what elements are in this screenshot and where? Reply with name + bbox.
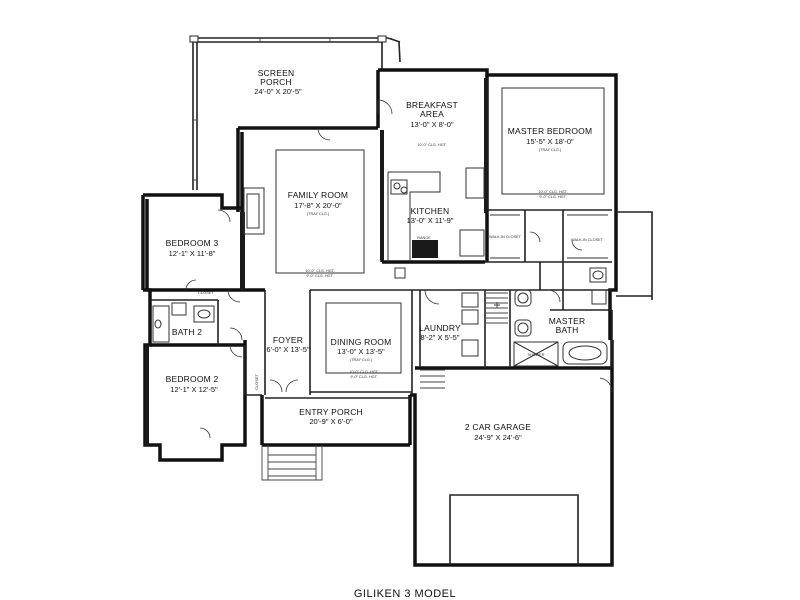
shower-label: SHOWER xyxy=(527,353,544,357)
patio-rail xyxy=(616,211,653,300)
master-bedroom-clg-2: 9'-0" CLG. HGT. xyxy=(539,195,566,199)
stairs xyxy=(486,292,508,324)
kitchen-dims: 13'-0" X 11'-9" xyxy=(407,216,454,225)
bedroom3-label: BEDROOM 3 xyxy=(166,238,219,248)
kitchen-fixtures xyxy=(387,167,485,279)
entry-porch-label: ENTRY PORCH xyxy=(299,407,363,417)
master-bedroom-clg-1: 10'-0" CLG. HGT. xyxy=(538,190,567,194)
breakfast-label-1: BREAKFAST xyxy=(406,100,458,110)
garage-label: 2 CAR GARAGE xyxy=(465,422,531,432)
bedroom2-closet: CLOSET xyxy=(254,373,259,390)
master-bath-fixtures xyxy=(513,267,608,367)
entry-steps xyxy=(261,445,323,481)
screen-porch-label-1: SCREEN xyxy=(258,68,295,78)
walk-in-closet-1: WALK-IN CLOSET xyxy=(489,235,522,239)
bedroom3-dims: 12'-1" X 11'-8" xyxy=(169,249,216,258)
entry-porch-dims: 20'-9" X 6'-0" xyxy=(309,417,353,426)
closet-details xyxy=(490,214,608,259)
kitchen-range: RANGE xyxy=(417,236,431,240)
dining-room-label: DINING ROOM xyxy=(331,337,392,347)
family-room-note: (TRAY CLG.) xyxy=(307,212,330,216)
foyer-label: FOYER xyxy=(273,335,303,345)
solid-wall-segments xyxy=(145,78,488,445)
family-room-clg-2: 9'-0" CLG. HGT. xyxy=(306,274,333,278)
master-bath-label-1: MASTER xyxy=(549,316,586,326)
family-room-clg-1: 10'-0" CLG. HGT. xyxy=(305,269,334,273)
foyer-dims: 6'-0" X 13'-5" xyxy=(266,345,310,354)
bedroom2-dims: 12'-1" X 12'-5" xyxy=(170,385,218,394)
dining-room-note: (TRAY CLG.) xyxy=(350,358,373,362)
breakfast-dims: 13'-0" X 8'-0" xyxy=(410,120,454,129)
breakfast-note: 10'-0" CLG. HGT. xyxy=(417,143,446,147)
bath2-label: BATH 2 xyxy=(172,327,202,337)
screen-porch-label-2: PORCH xyxy=(260,77,292,87)
bedroom3-closet: CLOSET xyxy=(198,290,215,295)
bedroom2-label: BEDROOM 2 xyxy=(166,374,219,384)
screen-porch-dims: 24'-0" X 20'-5" xyxy=(254,87,302,96)
room-labels: SCREEN PORCH 24'-0" X 20'-5" BREAKFAST A… xyxy=(166,68,604,442)
dining-room-clg-2: 9'-0" CLG. HGT. xyxy=(350,375,377,379)
plan-title: GILIKEN 3 MODEL xyxy=(354,588,456,600)
walk-in-closet-2: WALK-IN CLOSET xyxy=(571,238,604,242)
master-bedroom-note: (TRAY CLG.) xyxy=(539,148,562,152)
master-bath-label-2: BATH xyxy=(556,325,579,335)
exterior-walls xyxy=(141,68,618,567)
family-room-dims: 17'-8" X 20'-0" xyxy=(294,201,342,210)
family-room-label: FAMILY ROOM xyxy=(288,190,348,200)
master-bedroom-label: MASTER BEDROOM xyxy=(508,126,593,136)
garage-dims: 24'-9" X 24'-6" xyxy=(474,433,522,442)
bath2-fixtures xyxy=(152,302,215,343)
garage-door xyxy=(449,494,579,565)
laundry-label: LAUNDRY xyxy=(419,323,461,333)
doors xyxy=(185,99,613,439)
breakfast-label-2: AREA xyxy=(420,109,444,119)
laundry-dims: 8'-2" X 5'-5" xyxy=(420,333,459,342)
kitchen-label: KITCHEN xyxy=(411,206,450,216)
dining-room-clg-1: 10'-0" CLG. HGT. xyxy=(349,370,378,374)
master-bedroom-dims: 15'-5" X 18'-0" xyxy=(526,137,574,146)
screen-porch xyxy=(189,35,401,190)
tray-ceilings xyxy=(275,87,605,374)
dining-room-dims: 13'-0" X 13'-5" xyxy=(337,347,385,356)
laundry-fixtures xyxy=(420,292,479,389)
fireplace xyxy=(243,187,265,235)
